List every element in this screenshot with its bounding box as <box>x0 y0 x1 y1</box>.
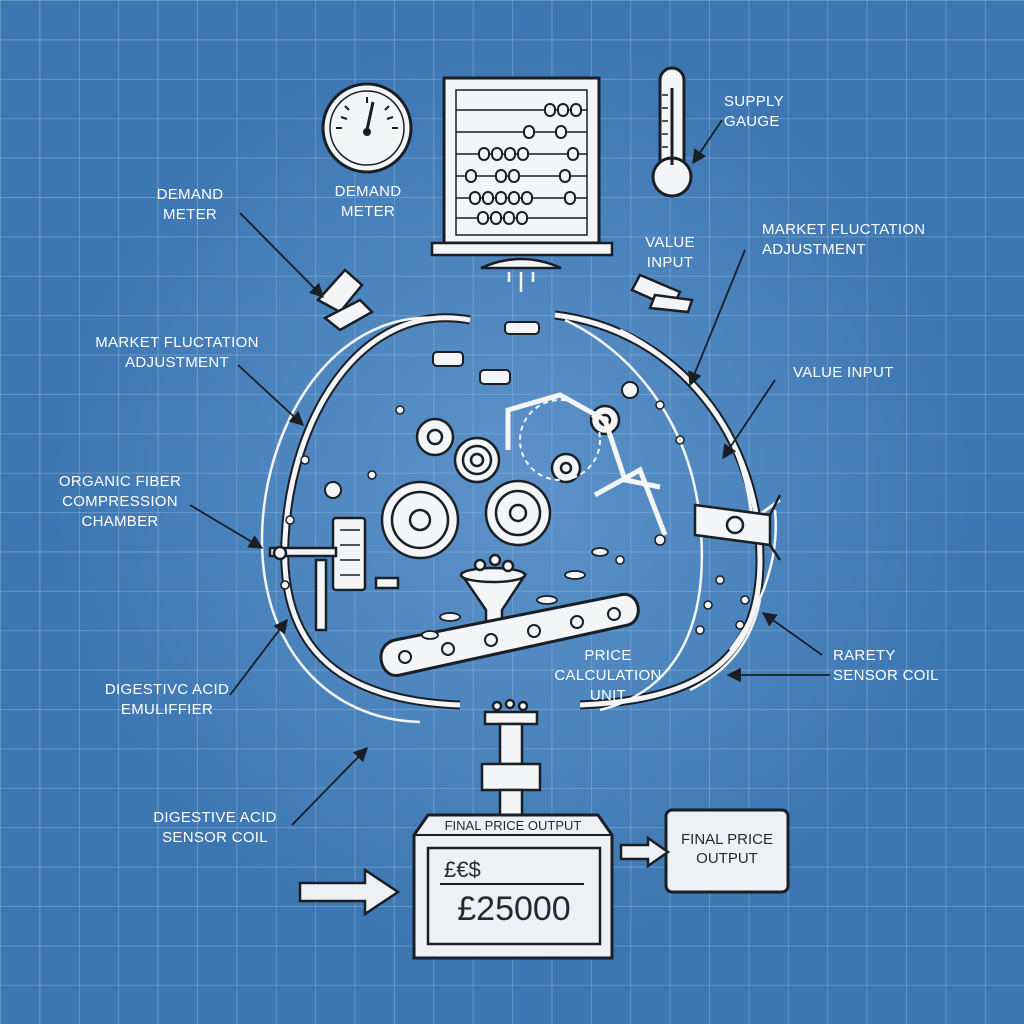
valve-components <box>324 321 639 499</box>
conveyor-belt <box>379 547 640 677</box>
clamp-left <box>316 268 375 332</box>
price-panel-frame <box>412 813 614 960</box>
output-arrow-icon <box>619 835 671 869</box>
currency-symbols: £€$ <box>444 857 481 882</box>
input-arrow-icon <box>298 867 401 917</box>
output-pipe <box>480 698 542 822</box>
rarety-sensor-valve <box>693 494 782 561</box>
funnel-icon <box>459 553 528 632</box>
leader-lines <box>189 119 830 826</box>
value-input-right-label: VALUE INPUT <box>793 364 894 381</box>
clamp-right <box>630 273 694 314</box>
demand-gauge-icon <box>321 82 413 174</box>
abacus-icon <box>430 76 614 292</box>
price-value: £25000 <box>457 890 571 928</box>
price-panel-title: FINAL PRICE OUTPUT <box>444 818 582 833</box>
thermometer-icon <box>651 66 693 198</box>
gear-icon <box>380 404 621 560</box>
stomach-shell <box>260 310 781 724</box>
compression-chamber <box>268 516 400 632</box>
linkage-arms <box>505 392 668 536</box>
